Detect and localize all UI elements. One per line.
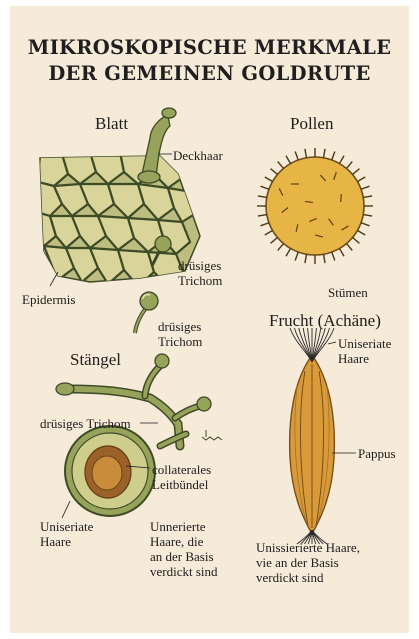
pollen-spine [346, 244, 352, 251]
pollen-spine [286, 156, 291, 164]
label-unnerierte-haare: Unnerierte Haare, die an der Basis verdi… [150, 519, 218, 579]
pollen-spine [340, 248, 345, 256]
pollen-spine [305, 149, 307, 158]
label-uniseriate-haare-stem: Uniseriate Haare [40, 519, 93, 549]
poster: MIKROSKOPISCHE MERKMALE DER GEMEINEN GOL… [10, 6, 409, 633]
pollen-spine [340, 156, 345, 164]
pollen-spine [324, 149, 326, 158]
label-line: an der Basis [150, 549, 218, 564]
label-druesiges-trichom-leaf-2: drüsiges Trichom [158, 319, 202, 349]
label-pappus: Pappus [358, 446, 396, 461]
label-line: verdickt sind [150, 564, 218, 579]
section-heading-staengel: Stängel [70, 350, 121, 370]
pollen-spine [295, 252, 298, 260]
label-deckhaar: Deckhaar [173, 148, 223, 163]
pollen-spine [324, 254, 326, 263]
pollen-spine [265, 177, 273, 182]
label-line: drüsiges [158, 319, 202, 334]
stem-cross-section-illustration [56, 354, 222, 518]
pollen-spine [353, 237, 360, 243]
pollen-spine [258, 215, 267, 217]
pollen-spine [332, 252, 335, 260]
label-line: Haare [40, 534, 93, 549]
poster-title-line2: DER GEMEINEN GOLDRUTE [10, 62, 409, 85]
label-druesiges-trichom-leaf-1: drüsiges Trichom [178, 258, 222, 288]
pollen-spine [260, 186, 268, 189]
pollen-spine [258, 196, 267, 198]
label-line: Trichom [158, 334, 202, 349]
label-line: collaterales [152, 462, 211, 477]
pollen-spine [332, 151, 335, 159]
label-line: vie an der Basis [256, 555, 360, 570]
label-line: Unnerierte [150, 519, 218, 534]
pollen-spine [271, 169, 278, 175]
section-heading-blatt: Blatt [95, 114, 128, 134]
pollen-spine [363, 196, 372, 198]
label-unissierierte-haare: Unissierierte Haare, vie an der Basis ve… [256, 540, 360, 585]
label-line: Uniseriate [338, 336, 391, 351]
pollen-spine [286, 248, 291, 256]
pollen-spine [357, 231, 365, 236]
label-line: Unissierierte Haare, [256, 540, 360, 555]
pollen-spine [265, 231, 273, 236]
pollen-spine [278, 244, 284, 251]
poster-title-line1: MIKROSKOPISCHE MERKMALE [10, 36, 409, 59]
pollen-spine [361, 223, 369, 226]
pollen-spine [278, 162, 284, 169]
label-line: Leitbündel [152, 477, 211, 492]
pollen-spine [361, 186, 369, 189]
label-epidermis: Epidermis [22, 292, 75, 307]
label-uniseriate-haare-fruit: Uniseriate Haare [338, 336, 391, 366]
pollen-spine [305, 254, 307, 263]
label-stuemen: Stümen [328, 285, 368, 300]
section-heading-frucht: Frucht (Achäne) [269, 311, 381, 331]
label-line: Uniseriate [40, 519, 93, 534]
label-line: Haare, die [150, 534, 218, 549]
label-collaterales-leitbuendel: collaterales Leitbündel [152, 462, 211, 492]
pollen-spine [346, 162, 352, 169]
pollen-spine [363, 215, 372, 217]
pollen-spine [295, 151, 298, 159]
label-line: verdickt sind [256, 570, 360, 585]
pappus-hair-top [290, 328, 312, 362]
label-line: Haare [338, 351, 391, 366]
pollen-grain-illustration [257, 148, 373, 264]
pappus-hair-top [312, 328, 334, 362]
pollen-spine [260, 223, 268, 226]
pollen-spine [353, 169, 360, 175]
label-druesiges-trichom-stem: drüsiges Trichom [40, 416, 131, 431]
pollen-spine [357, 177, 365, 182]
pollen-spine [271, 237, 278, 243]
label-line: Trichom [178, 273, 222, 288]
pollen-surface-spine [341, 194, 342, 202]
section-heading-pollen: Pollen [290, 114, 333, 134]
label-line: drüsiges [178, 258, 222, 273]
